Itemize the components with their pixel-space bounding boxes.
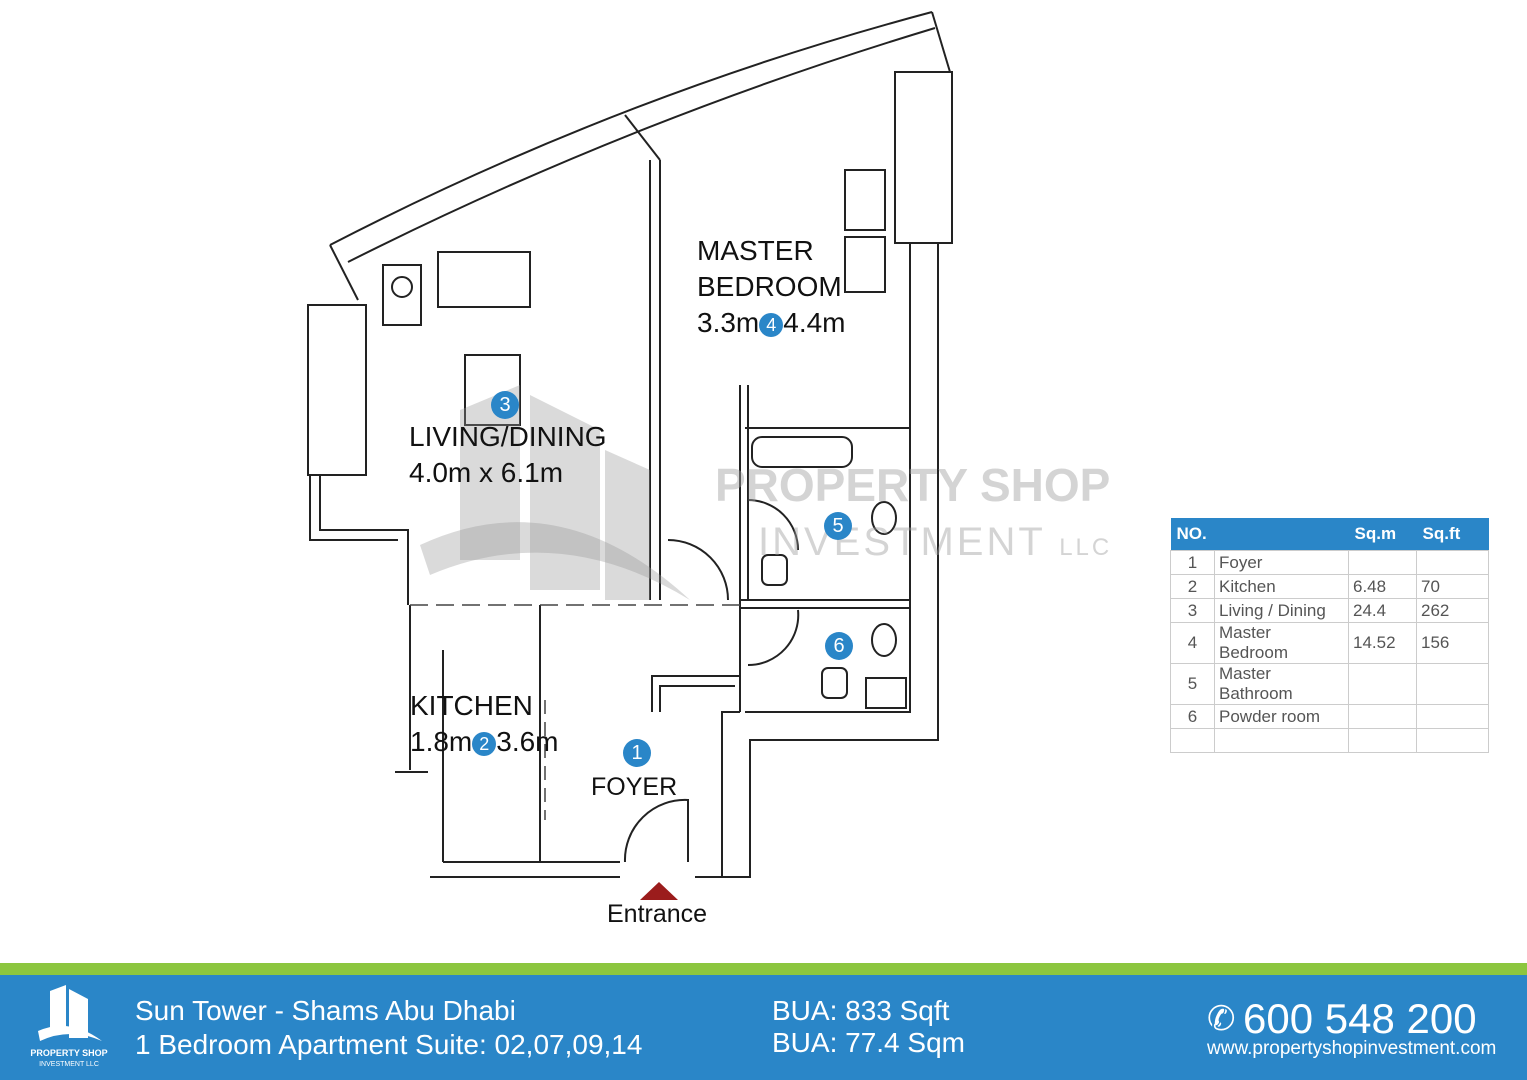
facade-inner	[347, 27, 936, 263]
table-cell: 156	[1416, 622, 1489, 664]
room-name: BEDROOM	[697, 271, 842, 302]
bua-sqm: BUA: 77.4 Sqm	[772, 1027, 965, 1058]
table-cell	[1348, 728, 1417, 753]
bua-sqft: BUA: 833 Sqft	[772, 995, 950, 1026]
phone-number[interactable]: 600 548 200	[1243, 995, 1477, 1042]
room-number-badge: 6	[825, 632, 853, 660]
table-cell: 70	[1416, 574, 1489, 599]
room-label-foyer: FOYER	[591, 773, 678, 801]
room-dim: 4.0m x 6.1m	[409, 457, 564, 488]
table-cell	[1416, 704, 1489, 729]
table-cell: 3	[1170, 598, 1215, 623]
room-dim: 3.3m	[697, 307, 760, 338]
footer-accent-strip	[0, 963, 1527, 975]
table-cell: 14.52	[1348, 622, 1417, 664]
table-cell: Master Bathroom	[1214, 663, 1349, 705]
logo-text: PROPERTY SHOP	[30, 1048, 108, 1058]
table-cell: 6	[1170, 704, 1215, 729]
company-logo-icon	[38, 985, 102, 1041]
facade-outer	[329, 11, 933, 246]
col-header	[1214, 518, 1349, 551]
table-cell	[1214, 728, 1349, 753]
project-title: Sun Tower - Shams Abu Dhabi	[135, 995, 516, 1026]
website-link[interactable]: www.propertyshopinvestment.com	[1207, 1038, 1497, 1059]
table-cell	[1416, 663, 1489, 705]
room-dim: 3.6m	[496, 726, 559, 757]
table-row	[1170, 728, 1489, 753]
table-cell: Kitchen	[1214, 574, 1349, 599]
unit-subtitle: 1 Bedroom Apartment Suite: 02,07,09,14	[135, 1029, 643, 1060]
watermark-text: PROPERTY SHOP	[715, 459, 1111, 511]
footer-bar: PROPERTY SHOP INVESTMENT LLC Sun Tower -…	[0, 975, 1527, 1080]
watermark-llc: LLC	[1059, 534, 1113, 561]
table-cell: 6.48	[1348, 574, 1417, 599]
table-cell: Powder room	[1214, 704, 1349, 729]
table-cell	[1416, 550, 1489, 575]
table-cell	[1348, 550, 1417, 575]
col-header: Sq.m	[1348, 518, 1417, 551]
table-cell: 2	[1170, 574, 1215, 599]
column-left	[307, 304, 367, 476]
table-cell	[1348, 704, 1417, 729]
watermark-investment: INVESTMENT	[758, 520, 1046, 564]
room-name: MASTER	[697, 235, 814, 266]
table-cell: Master Bedroom	[1214, 622, 1349, 664]
room-label-living: LIVING/DINING 4.0m x 6.1m	[409, 420, 607, 490]
table-cell: 24.4	[1348, 598, 1417, 623]
room-number-badge: 5	[824, 512, 852, 540]
room-number-badge: 2	[472, 731, 497, 756]
room-dim: 1.8m	[410, 726, 473, 757]
table-cell: 1	[1170, 550, 1215, 575]
table-cell: Foyer	[1214, 550, 1349, 575]
room-name: KITCHEN	[410, 690, 533, 721]
room-number-badge: 4	[759, 312, 784, 337]
col-header: NO.	[1170, 518, 1215, 551]
column-right	[894, 71, 953, 244]
phone-icon: ✆	[1207, 1000, 1236, 1038]
table-cell	[1170, 728, 1215, 753]
table-cell	[1416, 728, 1489, 753]
table-cell: 5	[1170, 663, 1215, 705]
entrance-label: Entrance	[607, 900, 708, 928]
entrance-marker	[640, 882, 678, 900]
col-header: Sq.ft	[1416, 518, 1489, 551]
table-cell: Living / Dining	[1214, 598, 1349, 623]
room-number-badge: 3	[491, 391, 519, 419]
table-cell	[1348, 663, 1417, 705]
watermark-logo	[420, 385, 690, 600]
table-cell: 262	[1416, 598, 1489, 623]
logo-subtext: INVESTMENT LLC	[39, 1061, 99, 1068]
room-number-badge: 1	[623, 739, 651, 767]
watermark-subtext: INVESTMENT LLC	[758, 520, 1112, 565]
room-dim: 4.4m	[783, 307, 846, 338]
room-name: LIVING/DINING	[409, 421, 607, 452]
table-cell: 4	[1170, 622, 1215, 664]
floor-plan	[307, 11, 953, 900]
